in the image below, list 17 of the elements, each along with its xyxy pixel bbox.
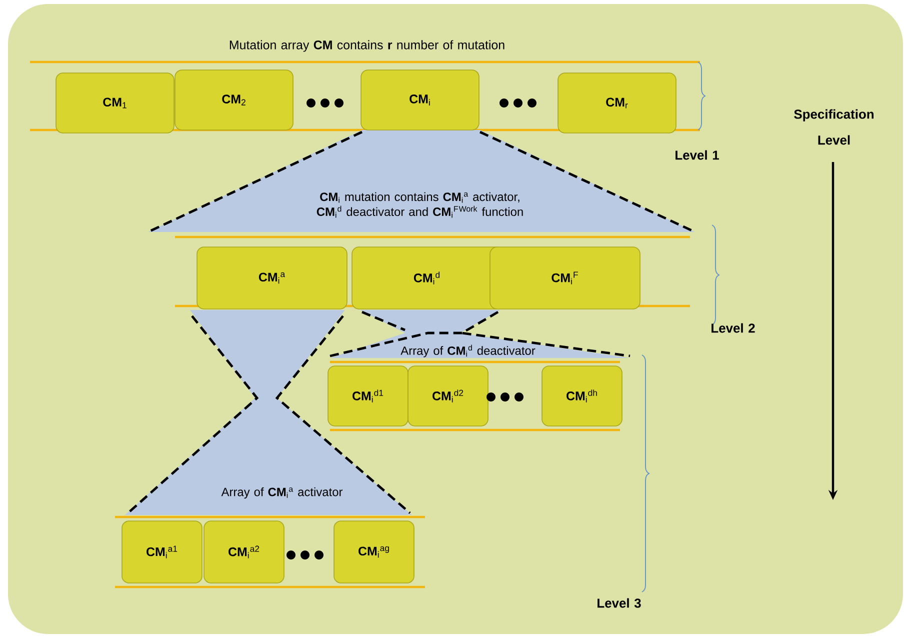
item-box: CM$_{i}$F bbox=[490, 246, 640, 310]
level-label: Level 3 bbox=[598, 598, 641, 608]
item-box: CM$_{i}$a2 bbox=[204, 520, 284, 584]
item-box: CM$_{i}$a bbox=[196, 246, 348, 310]
item-box: CM$_{i}$dh bbox=[542, 366, 622, 426]
item-box: CM$_{i}$ bbox=[360, 70, 480, 130]
item-box: CM$_{i}$a1 bbox=[122, 520, 202, 584]
item-box: CM$_{i}$d2 bbox=[408, 366, 488, 426]
level-label: Mutation array CM contains r number of mutation bbox=[230, 40, 504, 52]
level-label: Level 2 bbox=[712, 323, 755, 333]
item-box: CM$_{i}$d bbox=[352, 246, 502, 310]
item-box: CM$_{2}$ bbox=[174, 70, 294, 130]
item-box: CM$_{r}$ bbox=[558, 72, 676, 134]
item-box: CM$_{i}$ag bbox=[334, 520, 414, 584]
item-box: CM$_{1}$ bbox=[56, 72, 174, 134]
level-label: Specification Level bbox=[794, 109, 874, 145]
item-box: CM$_{i}$d1 bbox=[328, 366, 408, 426]
